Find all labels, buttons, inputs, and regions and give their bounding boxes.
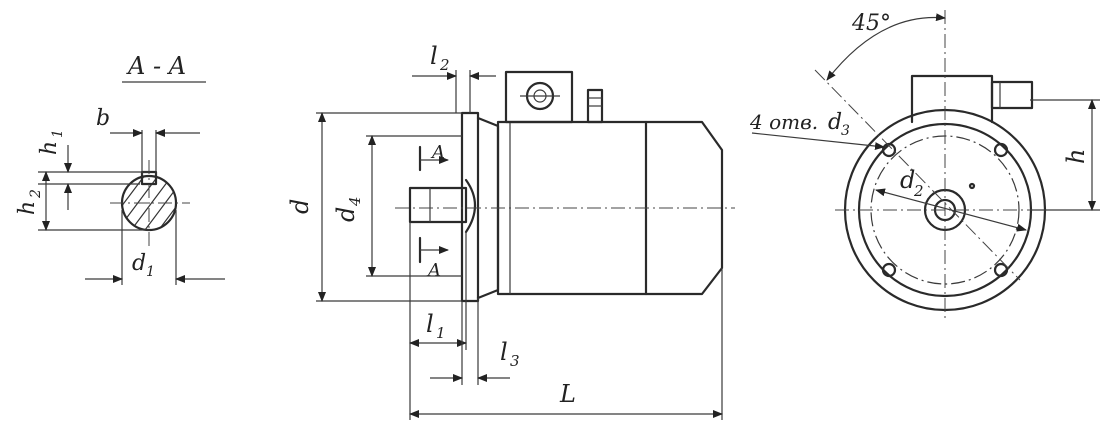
- bolt-hole: [993, 262, 1009, 278]
- label-d: d: [286, 199, 314, 214]
- section-view: A - A b h 1 h 2: [15, 52, 225, 285]
- label-holes-d-sub: 3: [841, 123, 850, 139]
- label-l3: l: [500, 338, 508, 366]
- end-cap: [644, 120, 724, 296]
- front-axis-diag: [814, 69, 1021, 281]
- label-l3-sub: 3: [510, 352, 520, 370]
- label-l2: l: [430, 42, 438, 70]
- label-d4-sub: 4: [346, 196, 364, 207]
- label-d2: d: [900, 166, 915, 194]
- cut-label-bottom: A: [426, 260, 441, 281]
- label-d1: d: [132, 251, 146, 276]
- label-holes-prefix: 4 отв.: [749, 110, 818, 134]
- label-l1: l: [426, 310, 434, 338]
- label-h-sub2: 2: [28, 189, 44, 199]
- terminal-box: [504, 70, 574, 124]
- bolt-hole: [881, 262, 897, 278]
- label-h2: h: [15, 201, 40, 215]
- cut-label-top: A: [430, 142, 445, 163]
- side-view: A A d d 4 l 2 l 1 l 3: [286, 42, 735, 420]
- front-view: 45° d 2 4 отв. d 3 h: [749, 10, 1100, 320]
- label-h-sub1: 1: [50, 129, 66, 138]
- shaft-hatch: [122, 176, 176, 230]
- label-holes-d: d: [828, 110, 842, 135]
- label-h-front: h: [1062, 149, 1090, 164]
- label-d4: d: [332, 207, 360, 222]
- front-gland: [990, 80, 1034, 110]
- front-terminal-box: [910, 74, 994, 124]
- label-d2-sub: 2: [913, 182, 924, 200]
- label-b: b: [96, 106, 110, 131]
- label-d1-sub: 1: [146, 264, 155, 280]
- shaft: [408, 186, 468, 224]
- bolt-hole: [993, 142, 1009, 158]
- label-l2-sub: 2: [439, 56, 450, 74]
- section-title: A - A: [126, 52, 186, 80]
- label-l1-sub: 1: [436, 324, 446, 342]
- label-angle: 45°: [851, 11, 891, 36]
- label-L: L: [559, 380, 576, 408]
- label-h: h: [37, 141, 62, 155]
